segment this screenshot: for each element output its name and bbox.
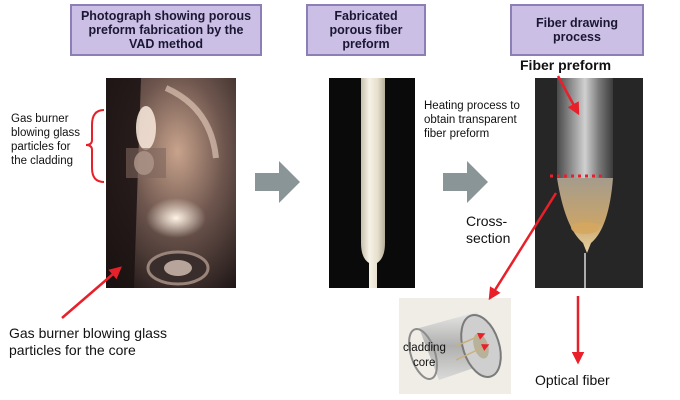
cladding-burner-label: Gas burner blowing glass particles for t… xyxy=(11,113,81,167)
vad-fabrication-photo xyxy=(106,78,236,288)
flow-arrow-1 xyxy=(255,161,300,203)
core-burner-arrow xyxy=(61,266,122,319)
porous-preform-photo xyxy=(329,78,415,288)
header-vad-photo: Photograph showing porous preform fabric… xyxy=(70,4,262,56)
core-burner-label: Gas burner blowing glass particles for t… xyxy=(9,325,167,358)
optical-fiber-label: Optical fiber xyxy=(535,372,610,388)
fiber-preform-label: Fiber preform xyxy=(520,57,612,73)
heating-process-label: Heating process to obtain transparent fi… xyxy=(424,100,520,140)
cladding-label: cladding xyxy=(403,342,446,354)
cross-section-photo xyxy=(399,298,511,394)
cross-section-arrow xyxy=(488,192,558,301)
core-pointer xyxy=(455,344,490,361)
fiber-preform-arrow xyxy=(556,75,580,116)
header-porous-preform: Fabricated porous fiber preform xyxy=(306,4,426,56)
cladding-pointer xyxy=(455,332,486,347)
flow-arrow-2 xyxy=(443,161,488,203)
fiber-drawing-photo xyxy=(535,78,643,288)
core-label: core xyxy=(413,357,436,369)
cladding-bracket xyxy=(85,109,105,183)
header-fiber-drawing: Fiber drawing process xyxy=(510,4,644,56)
cross-section-label: Cross-section xyxy=(466,213,511,246)
